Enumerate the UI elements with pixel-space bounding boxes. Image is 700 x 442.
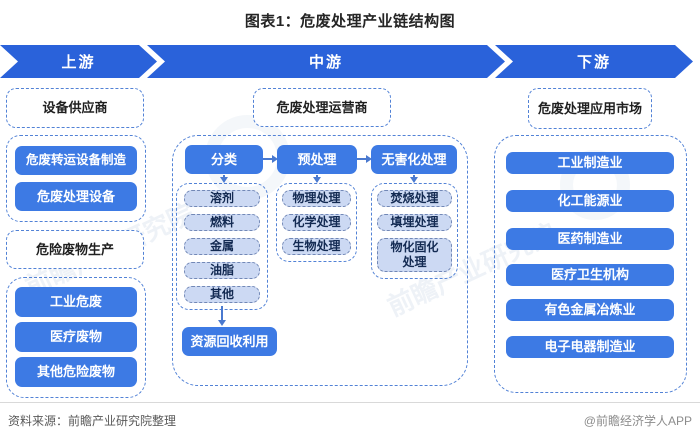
producer-box: 其他危险废物 — [15, 357, 137, 387]
supplier-header-box: 设备供应商 — [6, 88, 144, 128]
pretreatment-group — [276, 183, 357, 262]
producer-box: 医疗废物 — [15, 322, 137, 352]
equipment-group — [6, 135, 146, 222]
equipment-box: 危废处理设备 — [15, 182, 137, 211]
process-step-box: 无害化处理 — [371, 145, 457, 174]
harmless-treatment-item: 物化固化处理 — [377, 238, 452, 272]
band-label-upstream: 上游 — [61, 54, 96, 71]
band-label-downstream: 下游 — [576, 54, 611, 71]
market-box: 有色金属冶炼业 — [506, 299, 674, 321]
step-arrow-down-icon — [223, 175, 225, 178]
equipment-box: 危废转运设备制造 — [15, 146, 137, 175]
pretreatment-item: 物理处理 — [282, 190, 351, 207]
market-group — [494, 135, 687, 393]
band-segment-downstream: 下游 — [495, 45, 693, 78]
market-header-box: 危废处理应用市场 — [528, 88, 652, 129]
step-arrow-right-icon — [263, 158, 273, 160]
recycle-arrow-down-icon — [221, 306, 223, 321]
credit-text: @前瞻经济学人APP — [583, 414, 692, 428]
classification-item: 溶剂 — [184, 190, 260, 207]
classification-item: 燃料 — [184, 214, 260, 231]
producer-group — [6, 277, 146, 398]
footer-divider — [0, 402, 700, 403]
classification-item: 其他 — [184, 286, 260, 303]
market-box: 工业制造业 — [506, 152, 674, 174]
producer-header-box: 危险废物生产 — [6, 230, 144, 269]
market-box: 医疗卫生机构 — [506, 264, 674, 286]
classification-item: 油脂 — [184, 262, 260, 279]
process-step-box: 分类 — [185, 145, 263, 174]
harmless-treatment-item: 焚烧处理 — [377, 190, 452, 207]
operator-header-box: 危废处理运营商 — [253, 88, 391, 127]
market-box: 医药制造业 — [506, 228, 674, 250]
step-arrow-down-icon — [413, 175, 415, 178]
source-text: 资料来源：前瞻产业研究院整理 — [8, 414, 177, 428]
figure-title: 图表1：危废处理产业链结构图 — [244, 13, 456, 30]
midstream-group — [172, 135, 468, 386]
classification-item: 金属 — [184, 238, 260, 255]
step-arrow-down-icon — [316, 175, 318, 178]
market-box: 电子电器制造业 — [506, 336, 674, 358]
band-segment-upstream: 上游 — [0, 45, 157, 78]
band-label-midstream: 中游 — [308, 54, 343, 71]
harmless-treatment-group — [371, 183, 458, 279]
band-segment-midstream: 中游 — [147, 45, 505, 78]
process-step-box: 预处理 — [277, 145, 357, 174]
recycle-box: 资源回收利用 — [182, 327, 277, 356]
harmless-treatment-item: 填埋处理 — [377, 214, 452, 231]
pretreatment-item: 生物处理 — [282, 238, 351, 255]
producer-box: 工业危废 — [15, 287, 137, 317]
pretreatment-item: 化学处理 — [282, 214, 351, 231]
market-box: 化工能源业 — [506, 190, 674, 212]
step-arrow-right-icon — [357, 158, 367, 160]
